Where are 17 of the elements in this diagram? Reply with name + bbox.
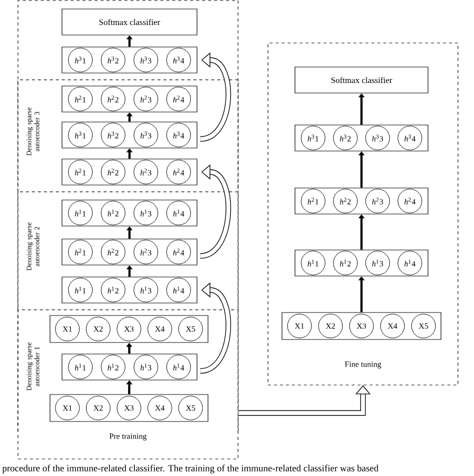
- layer-box: [282, 312, 442, 340]
- caption: procedure of the immune-related classifier. The training of the immune-related classifier was based: [2, 464, 378, 474]
- layer-box: [294, 250, 428, 276]
- layer-box: [50, 315, 208, 343]
- layer-box: [62, 354, 198, 380]
- layer-box: [294, 188, 428, 214]
- classifier-box: Softmax classifier: [294, 66, 428, 94]
- layer-box: [62, 86, 198, 112]
- layer-box: [62, 122, 198, 148]
- layer-box: [62, 46, 198, 74]
- classifier-box: Softmax classifier: [62, 8, 198, 36]
- layer-box: [294, 124, 428, 152]
- layer-box: [62, 158, 198, 186]
- layer-box: [50, 394, 208, 422]
- layer-box: [62, 238, 198, 266]
- layer-box: [62, 200, 198, 226]
- layer-box: [62, 276, 198, 304]
